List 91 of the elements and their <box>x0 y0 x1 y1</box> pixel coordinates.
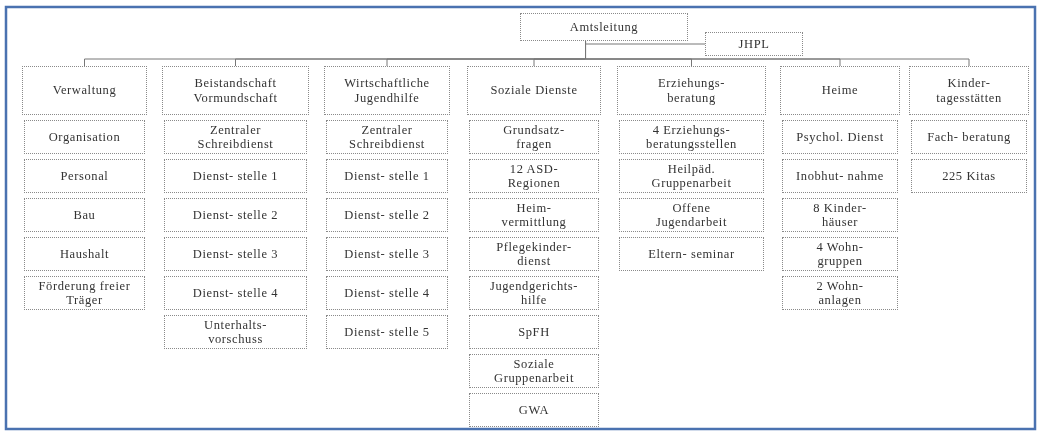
unit-box <box>911 120 1027 154</box>
unit-label: Haushalt <box>59 246 110 262</box>
management-box <box>520 13 688 41</box>
unit-label: Dienst- stelle 4 <box>344 285 430 301</box>
unit-box <box>782 159 898 193</box>
unit-box <box>619 237 764 271</box>
unit-box <box>326 237 448 271</box>
department-box <box>22 66 147 115</box>
unit-label: Zentraler Schreibdienst <box>348 122 426 152</box>
unit-box <box>326 276 448 310</box>
unit-label: Offene Jugendarbeit <box>654 200 729 230</box>
unit-label: Inobhut- nahme <box>796 168 884 184</box>
unit-box <box>469 393 599 427</box>
unit-box <box>164 276 307 310</box>
unit-label: Dienst- stelle 2 <box>192 207 279 223</box>
unit-label: Wirtschaftliche Jugendhilfe <box>343 76 431 105</box>
unit-box <box>164 159 307 193</box>
management-box <box>705 32 803 56</box>
unit-box <box>782 237 898 271</box>
unit-box <box>619 198 764 232</box>
unit-box <box>164 315 307 349</box>
unit-box <box>469 120 599 154</box>
unit-box <box>326 198 448 232</box>
unit-label: Organisation <box>48 129 121 145</box>
unit-label: Heilpäd. Gruppenarbeit <box>650 161 733 191</box>
unit-box <box>469 354 599 388</box>
unit-label: Bau <box>73 207 96 223</box>
unit-box <box>164 237 307 271</box>
unit-label: Kinder- tagesstätten <box>935 76 1003 105</box>
department-box <box>467 66 601 115</box>
unit-box <box>326 315 448 349</box>
unit-label: Dienst- stelle 5 <box>344 324 430 340</box>
unit-label: Psychol. Dienst <box>796 129 884 145</box>
unit-box <box>619 159 764 193</box>
department-box <box>617 66 766 115</box>
unit-box <box>326 120 448 154</box>
unit-label: 8 Kinder- häuser <box>812 200 868 230</box>
unit-label: 4 Erziehungs- beratungsstellen <box>645 122 738 152</box>
unit-label: JHPL <box>738 36 770 52</box>
unit-label: Personal <box>60 168 109 184</box>
unit-box <box>164 120 307 154</box>
unit-box <box>24 276 145 310</box>
unit-label: SpFH <box>518 324 550 340</box>
unit-label: Erziehungs- beratung <box>657 76 726 105</box>
unit-box <box>24 159 145 193</box>
unit-label: 4 Wohn- gruppen <box>815 239 865 269</box>
unit-label: Heim- vermittlung <box>500 200 568 230</box>
unit-label: Amtsleitung <box>569 19 639 35</box>
unit-label: Förderung freier Träger <box>38 278 131 308</box>
unit-label: Dienst- stelle 3 <box>344 246 430 262</box>
unit-label: 2 Wohn- anlagen <box>815 278 865 308</box>
unit-box <box>782 276 898 310</box>
unit-label: Fach- beratung <box>927 129 1011 145</box>
unit-box <box>469 198 599 232</box>
unit-box <box>469 276 599 310</box>
unit-box <box>782 198 898 232</box>
unit-label: Dienst- stelle 1 <box>192 168 279 184</box>
unit-box <box>24 198 145 232</box>
unit-label: Heime <box>821 83 859 98</box>
unit-label: GWA <box>518 402 550 418</box>
unit-box <box>24 120 145 154</box>
unit-box <box>24 237 145 271</box>
unit-label: Dienst- stelle 1 <box>344 168 430 184</box>
unit-box <box>469 315 599 349</box>
unit-label: Zentraler Schreibdienst <box>196 122 275 152</box>
unit-label: Dienst- stelle 4 <box>192 285 279 301</box>
unit-box <box>469 159 599 193</box>
unit-box <box>164 198 307 232</box>
unit-label: Grundsatz- fragen <box>502 122 566 152</box>
department-box <box>324 66 450 115</box>
unit-label: 225 Kitas <box>942 168 996 184</box>
unit-label: Soziale Dienste <box>490 83 578 98</box>
unit-label: Pflegekinder- dienst <box>495 239 573 269</box>
unit-label: Dienst- stelle 2 <box>344 207 430 223</box>
unit-label: Soziale Gruppenarbeit <box>493 356 575 386</box>
department-box <box>780 66 900 115</box>
unit-label: Jugendgerichts- hilfe <box>488 278 580 308</box>
unit-box <box>619 120 764 154</box>
unit-label: Eltern- seminar <box>648 246 735 262</box>
unit-label: Dienst- stelle 3 <box>192 246 279 262</box>
unit-label: Unterhalts- vorschuss <box>203 317 268 347</box>
unit-box <box>469 237 599 271</box>
unit-box <box>911 159 1027 193</box>
unit-box <box>782 120 898 154</box>
unit-box <box>326 159 448 193</box>
unit-label: Beistandschaft Vormundschaft <box>192 76 279 105</box>
department-box <box>162 66 309 115</box>
unit-label: 12 ASD- Regionen <box>506 161 562 191</box>
department-box <box>909 66 1029 115</box>
unit-label: Verwaltung <box>52 83 117 98</box>
connector-line <box>585 40 706 45</box>
